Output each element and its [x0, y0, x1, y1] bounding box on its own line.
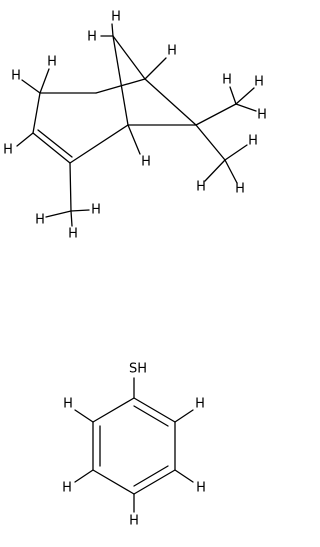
- hydrogen-atom-label: H: [62, 481, 72, 496]
- ring-bond: [133, 469, 176, 495]
- h-bond: [39, 68, 50, 94]
- bond: [112, 35, 146, 80]
- bond: [32, 92, 41, 134]
- aromatic-double-bond: [133, 405, 169, 427]
- bond: [195, 103, 237, 126]
- hydrogen-atom-label: H: [47, 55, 57, 70]
- h-bond: [204, 159, 226, 182]
- hydrogen-atom-label: H: [68, 227, 78, 242]
- h-bond: [224, 159, 238, 184]
- hydrogen-atom-label: H: [129, 514, 139, 529]
- bicyclic-terpene-molecule: H H H H H H H H H H H H H H H H: [3, 10, 267, 242]
- h-bond: [235, 103, 257, 112]
- h-bond: [111, 23, 114, 37]
- hydrogen-atom-label: H: [91, 203, 101, 218]
- hydrogen-atom-label: H: [235, 182, 245, 197]
- hydrogen-atom-label: H: [196, 481, 206, 496]
- h-bond: [45, 210, 72, 218]
- aromatic-double-bond: [133, 465, 169, 487]
- ring-bond: [92, 469, 135, 495]
- h-bond: [16, 132, 34, 147]
- hydrogen-atom-label: H: [222, 73, 232, 88]
- bond: [95, 78, 146, 94]
- hydrogen-atom-label: H: [254, 75, 264, 90]
- hydrogen-atom-label: H: [111, 10, 121, 25]
- hydrogen-atom-label: H: [167, 44, 177, 59]
- double-bond: [37, 129, 73, 158]
- bond: [144, 78, 197, 126]
- h-bond: [70, 210, 73, 227]
- bond: [69, 124, 129, 164]
- ring-bond: [133, 397, 176, 423]
- h-bond: [235, 87, 255, 105]
- hydrogen-atom-label: H: [3, 143, 13, 158]
- hydrogen-atom-label: H: [63, 397, 73, 412]
- thiophenol-molecule: SH H H H H H: [62, 362, 206, 529]
- hydrogen-atom-label: H: [196, 180, 206, 195]
- hydrogen-atom-label: H: [141, 155, 151, 170]
- hydrogen-atom-label: H: [195, 397, 205, 412]
- h-bond: [174, 409, 194, 423]
- hydrogen-atom-label: H: [35, 213, 45, 228]
- h-bond: [229, 86, 237, 105]
- bond: [112, 35, 129, 126]
- h-bond: [174, 469, 194, 483]
- hydrogen-atom-label: H: [11, 69, 21, 84]
- hydrogen-atom-label: H: [257, 108, 267, 123]
- chemical-structure-diagram: H H H H H H H H H H H H H H H H: [3, 10, 267, 529]
- hydrogen-atom-label: H: [248, 134, 258, 149]
- bond: [69, 162, 72, 212]
- hydrogen-atom-label: H: [87, 30, 97, 45]
- h-bond: [127, 124, 141, 155]
- h-bond: [70, 209, 90, 212]
- thiol-group-label: SH: [129, 362, 147, 377]
- h-bond: [224, 144, 248, 161]
- double-bond: [32, 132, 71, 164]
- h-bond: [21, 79, 41, 94]
- bond: [195, 124, 226, 161]
- h-bond: [144, 57, 167, 80]
- ring-bond: [92, 397, 135, 423]
- h-bond: [74, 409, 94, 423]
- h-bond: [74, 469, 94, 483]
